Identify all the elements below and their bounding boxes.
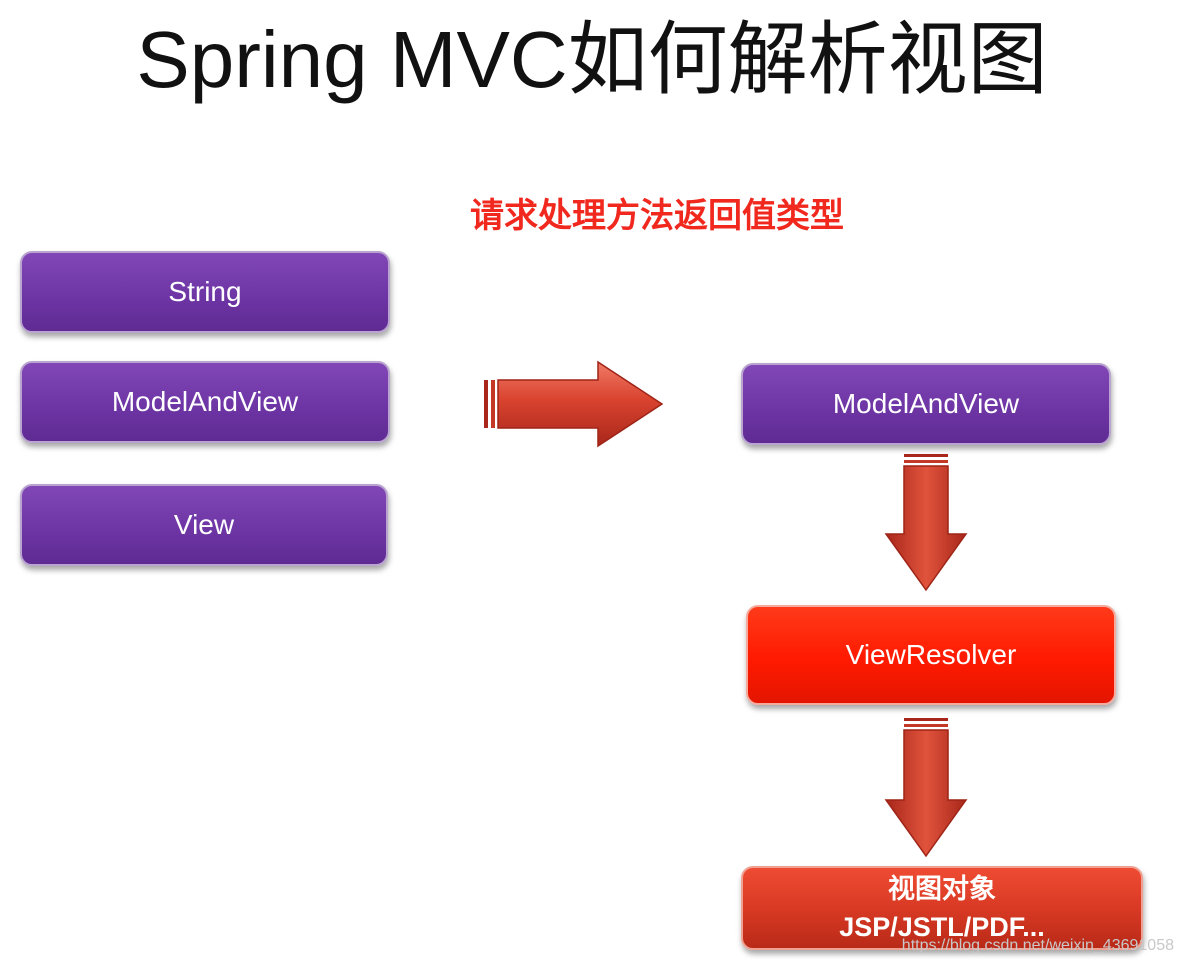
return-type-string-box: String bbox=[20, 251, 390, 333]
slide-title: Spring MVC如何解析视图 bbox=[136, 15, 1048, 104]
modelandview-box: ModelAndView bbox=[741, 363, 1111, 445]
watermark: https://blog.csdn.net/weixin_43691058 bbox=[901, 937, 1174, 954]
down-arrow-icon bbox=[884, 454, 968, 592]
return-type-view-box: View bbox=[20, 484, 388, 566]
return-type-string-label: String bbox=[168, 276, 242, 307]
view-object-box: 视图对象 JSP/JSTL/PDF... bbox=[741, 866, 1143, 950]
viewresolver-label: ViewResolver bbox=[845, 639, 1017, 670]
right-arrow-icon bbox=[484, 360, 664, 448]
subtitle: 请求处理方法返回值类型 bbox=[470, 197, 844, 235]
modelandview-label: ModelAndView bbox=[832, 388, 1020, 419]
viewresolver-box: ViewResolver bbox=[746, 605, 1116, 705]
view-object-line2: JSP/JSTL/PDF... bbox=[839, 912, 1045, 942]
return-type-modelandview-box: ModelAndView bbox=[20, 361, 390, 443]
return-type-view-label: View bbox=[173, 509, 235, 540]
down-arrow-icon-2 bbox=[884, 718, 968, 858]
return-type-modelandview-label: ModelAndView bbox=[111, 386, 299, 417]
view-object-line1: 视图对象 bbox=[888, 874, 996, 904]
